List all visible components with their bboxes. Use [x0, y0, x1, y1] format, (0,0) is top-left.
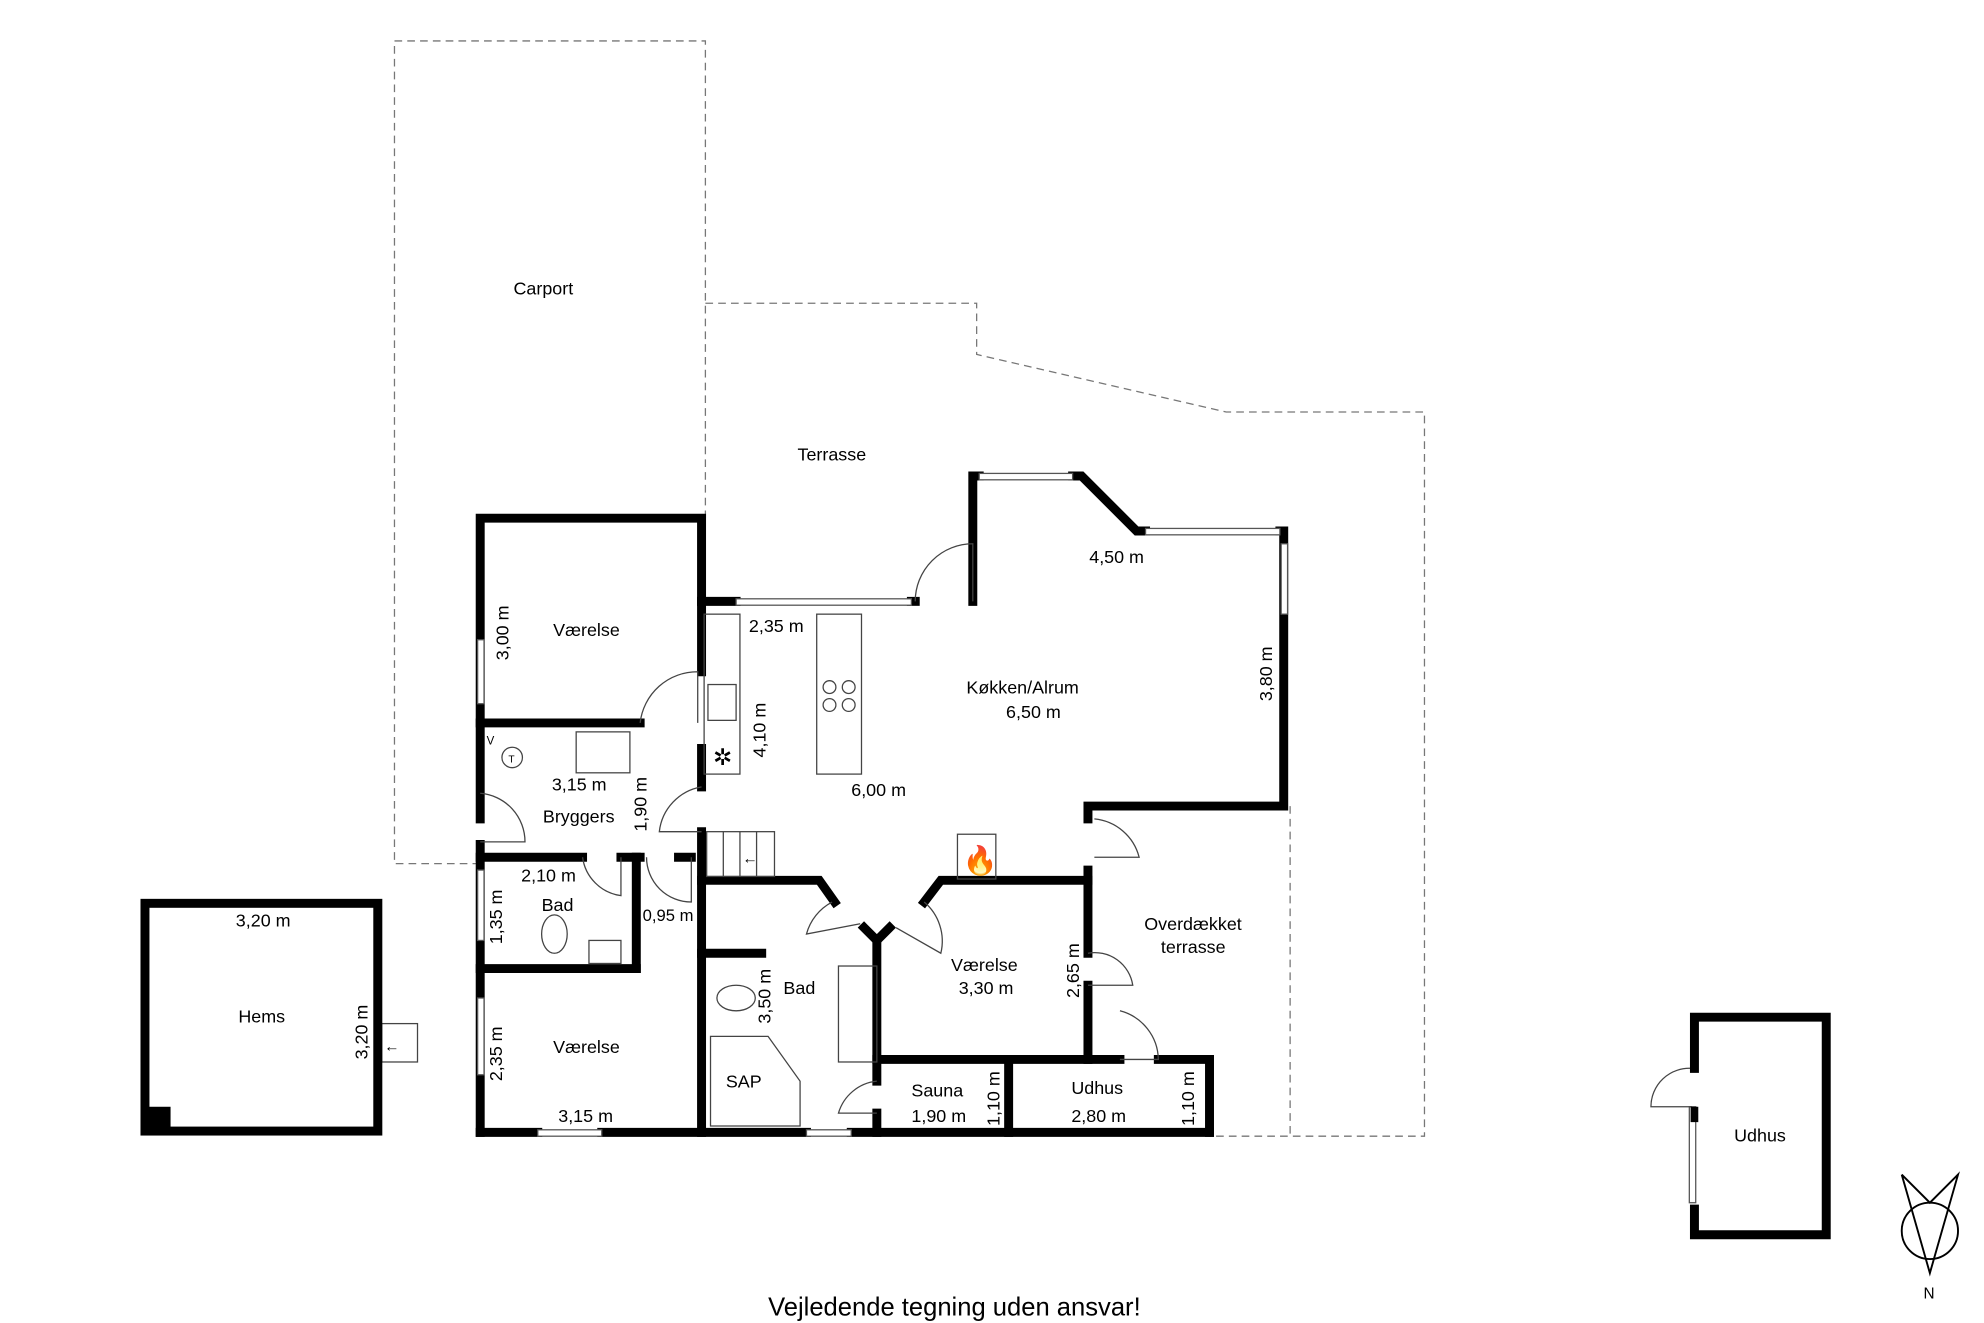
svg-text:2,35 m: 2,35 m [486, 1026, 506, 1081]
svg-text:Hems: Hems [238, 1006, 285, 1026]
north-arrow-icon: N [1900, 1171, 1960, 1303]
bathtub-icon [709, 1035, 801, 1127]
fixtures: ✲ T V ← 🔥 ← [381, 613, 998, 1127]
svg-text:1,10 m: 1,10 m [1178, 1071, 1198, 1126]
dryer-icon [501, 746, 524, 769]
svg-text:←: ← [742, 851, 757, 868]
svg-text:3,15 m: 3,15 m [558, 1106, 613, 1126]
stairs-icon: ← [706, 831, 776, 878]
udhus-walls [1689, 1012, 1831, 1240]
svg-text:SAP: SAP [726, 1072, 762, 1092]
doors [480, 543, 1692, 1114]
walls [475, 471, 1289, 1137]
freezer-icon: ✲ [713, 744, 732, 770]
carport-label: Carport [513, 278, 573, 298]
svg-text:←: ← [384, 1039, 399, 1056]
svg-text:Bad: Bad [542, 895, 574, 915]
terrasse-label: Terrasse [798, 445, 867, 465]
svg-text:Udhus: Udhus [1734, 1125, 1786, 1145]
flame-icon: 🔥 [963, 844, 998, 877]
svg-text:Bryggers: Bryggers [543, 807, 615, 827]
svg-text:Værelse: Værelse [951, 955, 1018, 975]
svg-text:3,20 m: 3,20 m [352, 1005, 372, 1060]
svg-text:1,90 m: 1,90 m [631, 777, 651, 832]
washer-label: V [487, 736, 495, 748]
svg-text:Køkken/Alrum: Køkken/Alrum [966, 677, 1078, 697]
svg-text:Bad: Bad [783, 978, 815, 998]
dryer-label: T [508, 755, 514, 766]
svg-text:4,50 m: 4,50 m [1089, 547, 1144, 567]
svg-text:6,00 m: 6,00 m [851, 780, 906, 800]
svg-text:6,50 m: 6,50 m [1006, 702, 1061, 722]
carport-outline [393, 40, 707, 865]
svg-text:2,10 m: 2,10 m [521, 866, 576, 886]
svg-text:1,35 m: 1,35 m [486, 890, 506, 945]
svg-text:3,30 m: 3,30 m [959, 978, 1014, 998]
fireplace-icon [956, 833, 997, 880]
svg-text:3,00 m: 3,00 m [492, 605, 512, 660]
stove-icon [822, 680, 856, 713]
toilet-icon [716, 984, 756, 1012]
sink-icon [707, 683, 737, 721]
toilet-icon [540, 914, 568, 954]
svg-text:Sauna: Sauna [911, 1081, 963, 1101]
hems-walls [140, 898, 383, 1136]
svg-text:1,10 m: 1,10 m [984, 1071, 1004, 1126]
svg-text:2,35 m: 2,35 m [749, 616, 804, 636]
svg-text:Værelse: Værelse [553, 620, 620, 640]
svg-text:3,50 m: 3,50 m [755, 969, 775, 1024]
svg-text:4,10 m: 4,10 m [750, 703, 770, 758]
disclaimer-caption: Vejledende tegning uden ansvar! [768, 1293, 1141, 1321]
svg-text:Udhus: Udhus [1071, 1078, 1123, 1098]
svg-text:1,90 m: 1,90 m [911, 1106, 966, 1126]
svg-text:N: N [1923, 1286, 1934, 1303]
svg-text:3,80 m: 3,80 m [1256, 646, 1276, 701]
room-labels: Carport Terrasse Værelse 3,00 m Køkken/A… [236, 278, 1786, 1145]
svg-text:Værelse: Værelse [553, 1037, 620, 1057]
svg-text:2,80 m: 2,80 m [1071, 1106, 1126, 1126]
svg-text:0,95 m: 0,95 m [643, 906, 694, 925]
svg-text:3,20 m: 3,20 m [236, 910, 291, 930]
svg-text:Overdækket: Overdækket [1144, 914, 1242, 934]
terrace-outline [705, 302, 1426, 1137]
svg-text:3,15 m: 3,15 m [552, 775, 607, 795]
svg-text:terrasse: terrasse [1161, 937, 1226, 957]
svg-text:2,65 m: 2,65 m [1063, 943, 1083, 998]
